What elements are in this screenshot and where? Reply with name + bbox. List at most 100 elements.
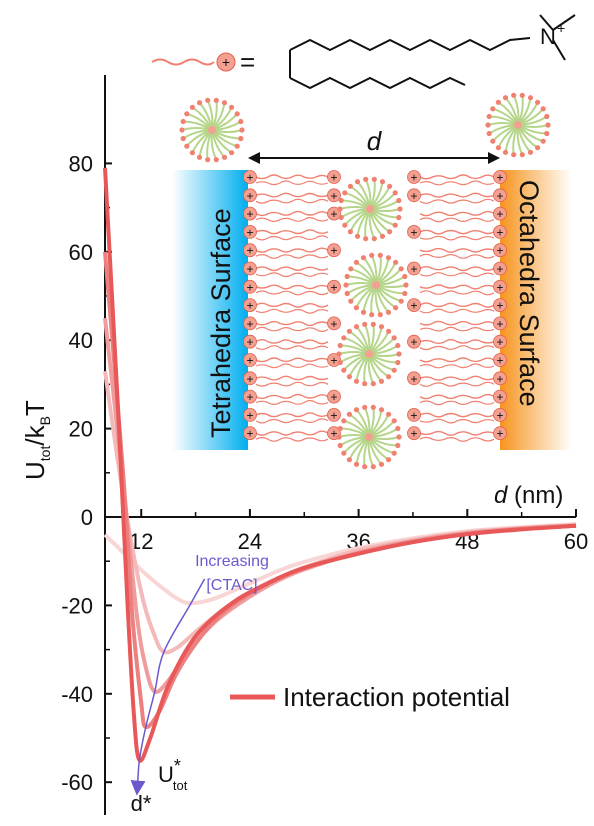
- micelle-head: [519, 152, 525, 158]
- head-plus: +: [410, 335, 417, 349]
- head-plus: +: [330, 171, 337, 185]
- head-plus: +: [246, 317, 253, 331]
- surfactant-head: [493, 206, 507, 221]
- micelle-head: [354, 233, 361, 239]
- head-plus: +: [246, 408, 253, 422]
- surfactant-tail: [255, 430, 329, 436]
- surfactant-head: [243, 407, 257, 422]
- head-plus: +: [410, 372, 417, 386]
- micelle-head: [396, 351, 402, 357]
- micelle: [485, 92, 551, 158]
- micelle-head: [545, 122, 551, 128]
- surfactant-head: [327, 188, 341, 203]
- micelle-head: [385, 255, 392, 261]
- micelle-head: [205, 97, 211, 103]
- micelle-head: [239, 127, 245, 133]
- surfactant-tail: [255, 375, 329, 381]
- surfactant-tail: [419, 308, 495, 314]
- surfactant-head: [407, 298, 421, 313]
- surfactant-tail: [255, 198, 329, 204]
- tetrahedra-surface-label: Tetrahedra Surface: [206, 208, 236, 438]
- micelle-head: [379, 179, 386, 185]
- micelle-head: [344, 290, 350, 297]
- distance-label: d: [367, 126, 383, 156]
- micelle-head: [395, 425, 401, 432]
- head-plus: +: [246, 354, 253, 368]
- surfactant-head: [327, 170, 341, 184]
- surfactant-tail: [419, 174, 495, 180]
- surfactant-head: [407, 334, 421, 349]
- surfactant-head: [493, 316, 507, 331]
- surfactant-tail: [255, 393, 329, 400]
- potential-curves: [103, 167, 577, 763]
- micelle-head: [221, 154, 228, 160]
- surfactant-head: [407, 224, 421, 239]
- head-plus: +: [496, 408, 503, 422]
- micelles: [179, 92, 551, 470]
- surfactant-tail: [255, 192, 329, 198]
- micelle-head: [490, 106, 496, 112]
- surfactant-head: [493, 371, 507, 386]
- surfactant-tail: [255, 180, 329, 186]
- micelle-head: [387, 229, 393, 235]
- micelle-head: [396, 197, 402, 204]
- surfactant-tail: [255, 302, 329, 308]
- surfactant-tail: [419, 418, 495, 424]
- surfactant-head: [493, 261, 507, 276]
- micelle-head: [386, 411, 392, 417]
- micelle-head: [377, 312, 383, 318]
- micelle-head: [341, 367, 347, 373]
- head-plus: +: [330, 244, 337, 258]
- micelle-head: [391, 335, 397, 341]
- micelle-head: [369, 252, 375, 258]
- micelle-head: [346, 328, 352, 334]
- micelle-head: [179, 127, 185, 133]
- surfactant-tail: [419, 320, 495, 326]
- head-plus: +: [246, 225, 253, 239]
- micelle: [343, 252, 409, 318]
- surfactant-tail: [255, 174, 329, 180]
- micelle-core: [372, 281, 380, 289]
- surfactant-tail: [419, 192, 495, 198]
- head-plus: +: [496, 390, 503, 404]
- micelle-head: [213, 97, 219, 103]
- surfactant-tail: [419, 436, 495, 442]
- micelle-head: [519, 92, 525, 98]
- micelle-head: [392, 222, 398, 228]
- micelle-head: [486, 130, 492, 137]
- ammonium-charge: +: [557, 20, 565, 36]
- surfactant-head: [243, 389, 257, 404]
- head-plus: +: [246, 390, 253, 404]
- micelle-head: [486, 113, 492, 120]
- surfactant-head: [243, 426, 257, 441]
- micelle-head: [180, 118, 186, 125]
- micelle-head: [544, 113, 550, 120]
- micelle-core: [365, 433, 373, 441]
- surfactant-head: [493, 188, 507, 203]
- micelle-head: [396, 214, 402, 221]
- micelle-head: [391, 418, 397, 424]
- micelle-head: [353, 324, 360, 330]
- potential-curve-5: [103, 167, 577, 763]
- micelle-head: [370, 381, 376, 387]
- micelle-head: [360, 255, 367, 261]
- micelle-head: [393, 259, 399, 265]
- micelle-head: [337, 425, 343, 432]
- surfactant-head: [243, 334, 257, 349]
- arrow-label-line1: Increasing: [195, 553, 269, 570]
- x-axis-label: d (nm): [494, 482, 563, 509]
- micelle-head: [205, 157, 211, 163]
- head-plus: +: [246, 280, 253, 294]
- surfactant-head: [327, 206, 341, 221]
- micelle-head: [238, 135, 244, 142]
- micelle-head: [378, 324, 385, 330]
- micelle-head: [370, 464, 376, 470]
- micelle-head: [363, 236, 369, 242]
- surfactant-head: [243, 353, 257, 367]
- surfactant-head: [493, 170, 507, 184]
- micelle-head: [341, 335, 347, 341]
- micelle-head: [353, 259, 359, 265]
- micelle-head: [234, 111, 240, 117]
- head-plus: +: [496, 225, 503, 239]
- micelle-head: [386, 328, 392, 334]
